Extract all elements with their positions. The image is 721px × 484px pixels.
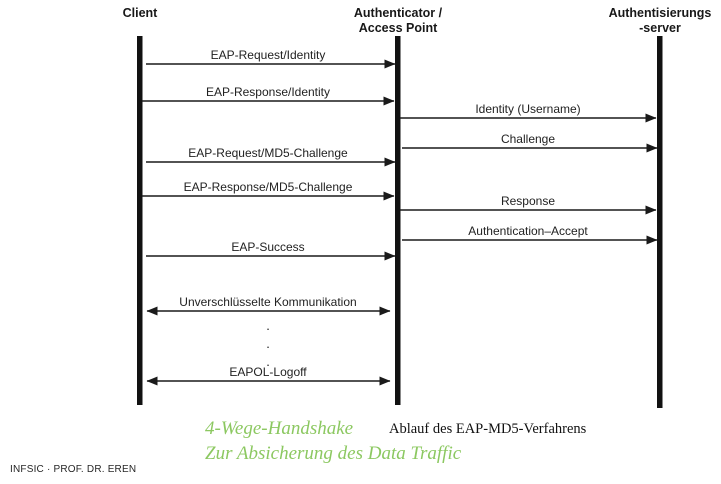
lifeline-label-client: Client xyxy=(122,6,158,20)
message-label-eap-response-md5-challenge: EAP-Response/MD5-Challenge xyxy=(183,180,353,194)
lifeline-client xyxy=(137,36,143,405)
lifeline-label-auth-server: Authentisierungs -server xyxy=(608,6,712,35)
message-label-authentication-accept: Authentication–Accept xyxy=(468,224,588,238)
caption-green-line-2: Zur Absicherung des Data Traffic xyxy=(205,443,462,464)
message-label-identity-username: Identity (Username) xyxy=(475,102,581,116)
dot-1: · xyxy=(265,321,271,336)
lifeline-bars xyxy=(137,36,663,408)
lifeline-authenticator xyxy=(395,36,401,405)
message-label-eap-request-identity: EAP-Request/Identity xyxy=(210,48,326,62)
dot-3: · xyxy=(265,357,271,372)
message-label-response: Response xyxy=(500,194,556,208)
caption-green-line-1: 4-Wege-Handshake xyxy=(205,418,354,439)
message-label-unverschluesselte-kommunikation: Unverschlüsselte Kommunikation xyxy=(179,295,357,309)
message-label-challenge: Challenge xyxy=(500,132,556,146)
dot-2: · xyxy=(265,339,271,354)
message-label-eap-success: EAP-Success xyxy=(231,240,305,254)
footer-attribution: INFSIC · PROF. DR. EREN xyxy=(10,464,137,475)
continuation-dots: · · · xyxy=(240,320,296,374)
message-arrows xyxy=(142,59,658,386)
lifeline-label-authenticator: Authenticator / Access Point xyxy=(353,6,443,35)
message-label-eap-request-md5-challenge: EAP-Request/MD5-Challenge xyxy=(188,146,348,160)
message-label-eapol-logoff: EAPOL-Logoff xyxy=(229,365,307,379)
lifeline-auth-server xyxy=(657,36,663,408)
caption-diagram-title: Ablauf des EAP-MD5-Verfahrens xyxy=(389,421,587,437)
message-label-eap-response-identity: EAP-Response/Identity xyxy=(205,85,331,99)
